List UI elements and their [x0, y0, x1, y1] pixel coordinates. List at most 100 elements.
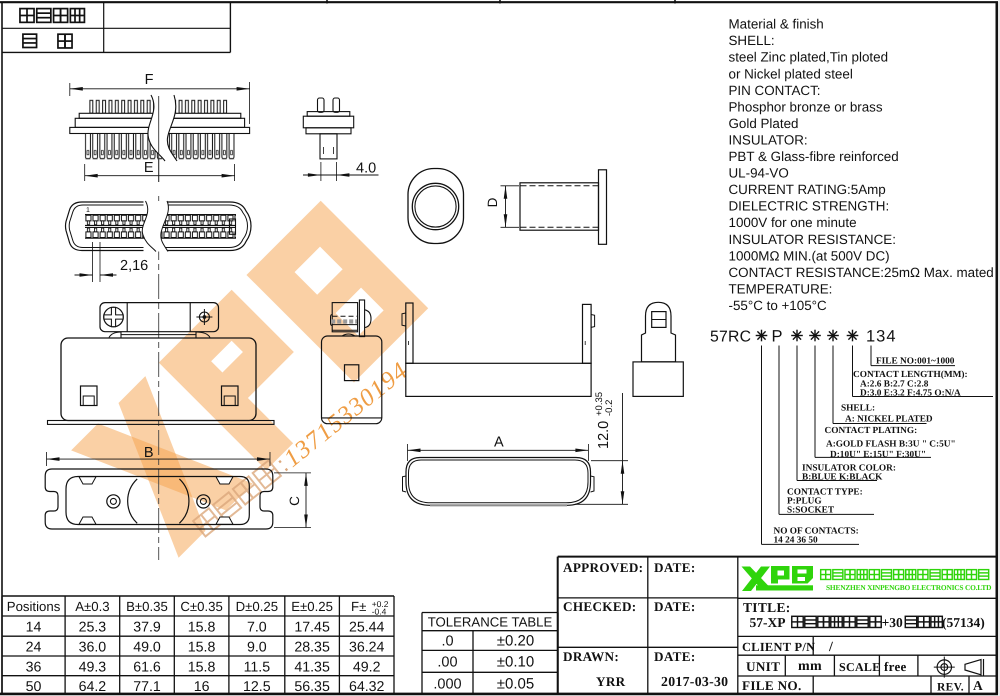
svg-text:14 24 36 50: 14 24 36 50 — [774, 536, 819, 546]
svg-text:1000V for one minute: 1000V for one minute — [729, 215, 857, 230]
svg-text:D:10U" E:15U" F:30U": D:10U" E:15U" F:30U" — [830, 450, 926, 460]
svg-text:Material & finish: Material & finish — [729, 17, 824, 32]
svg-text:D: D — [485, 197, 500, 207]
svg-text:CONTACT PLATING:: CONTACT PLATING: — [825, 426, 918, 436]
svg-text:56.35: 56.35 — [294, 679, 330, 695]
svg-text:DIELECTRIC STRENGTH:: DIELECTRIC STRENGTH: — [729, 199, 890, 214]
svg-text:-0.2: -0.2 — [604, 400, 615, 416]
svg-text:C: C — [287, 496, 302, 506]
svg-text:12.5: 12.5 — [243, 679, 271, 695]
svg-text:17.45: 17.45 — [294, 620, 330, 636]
svg-text:4.0: 4.0 — [356, 161, 376, 177]
svg-text:CONTACT TYPE:: CONTACT TYPE: — [787, 488, 863, 498]
svg-text:49.3: 49.3 — [79, 659, 107, 675]
svg-text:.000: .000 — [433, 677, 461, 693]
svg-text:15.8: 15.8 — [188, 639, 216, 655]
svg-text:±0.10: ±0.10 — [497, 654, 534, 671]
svg-text:+0.2: +0.2 — [372, 599, 389, 609]
svg-text:57RC: 57RC — [710, 329, 751, 346]
svg-text:Phosphor bronze or brass: Phosphor bronze or brass — [729, 99, 883, 114]
svg-text:E±0.25: E±0.25 — [291, 599, 333, 614]
svg-text:2,16: 2,16 — [120, 258, 148, 274]
svg-text:D:3.0 E:3.2 F:4.75: D:3.0 E:3.2 F:4.75 O:N/A — [860, 389, 961, 399]
svg-text:25.44: 25.44 — [349, 620, 385, 636]
svg-text:B: B — [144, 445, 154, 461]
svg-text:15.8: 15.8 — [188, 620, 216, 636]
svg-text:(57134): (57134) — [942, 615, 985, 630]
svg-text:DRAWN:: DRAWN: — [563, 649, 619, 664]
svg-text:Positions: Positions — [7, 599, 61, 614]
svg-text:PIN CONTACT:: PIN CONTACT: — [729, 83, 821, 98]
svg-text:F: F — [145, 72, 154, 88]
svg-text:36.24: 36.24 — [349, 639, 385, 655]
svg-text:B±0.35: B±0.35 — [126, 599, 168, 614]
svg-text:-0.4: -0.4 — [372, 607, 387, 617]
svg-text:11.5: 11.5 — [244, 659, 271, 675]
svg-text:24: 24 — [26, 639, 42, 655]
svg-text:TOLERANCE TABLE: TOLERANCE TABLE — [428, 614, 553, 629]
svg-text:36: 36 — [26, 659, 42, 675]
svg-text:+0.35: +0.35 — [594, 392, 605, 416]
svg-text:SHELL:: SHELL: — [841, 404, 875, 414]
svg-text:REV.: REV. — [937, 682, 964, 694]
svg-text:14: 14 — [26, 620, 42, 636]
svg-text:15.8: 15.8 — [188, 659, 216, 675]
svg-text:36.0: 36.0 — [79, 639, 107, 655]
svg-text:INSULATOR COLOR:: INSULATOR COLOR: — [802, 464, 896, 474]
svg-text:1: 1 — [86, 207, 90, 214]
svg-text:77.1: 77.1 — [133, 679, 161, 695]
svg-text:P:PLUG: P:PLUG — [787, 497, 822, 507]
svg-text:NO OF CONTACTS:: NO OF CONTACTS: — [774, 527, 859, 537]
svg-text:B:BLUE K:BLACK: B:BLUE K:BLACK — [802, 473, 883, 483]
svg-text:A:2.6 B:2.7 C:2.8: A:2.6 B:2.7 C:2.8 — [860, 380, 929, 390]
svg-text:E: E — [144, 160, 154, 176]
svg-text:CONTACT RESISTANCE:25mΩ Max. m: CONTACT RESISTANCE:25mΩ Max. mated — [729, 265, 994, 280]
svg-text:CONTACT LENGTH(MM):: CONTACT LENGTH(MM): — [853, 370, 968, 380]
svg-text:steel Zinc plated,Tin ploted: steel Zinc plated,Tin ploted — [729, 50, 889, 65]
svg-text:TITLE:: TITLE: — [743, 600, 791, 615]
svg-text:41.35: 41.35 — [294, 659, 330, 675]
svg-text:A: A — [494, 435, 504, 451]
svg-text:+30: +30 — [882, 615, 903, 630]
svg-text:2017-03-30: 2017-03-30 — [661, 674, 728, 689]
svg-text:7.0: 7.0 — [247, 620, 267, 636]
svg-text:free: free — [884, 659, 907, 674]
svg-text:37.9: 37.9 — [133, 620, 161, 636]
svg-text:F±: F± — [351, 599, 366, 614]
svg-text:28.35: 28.35 — [294, 639, 330, 655]
svg-text:PBT & Glass-fibre reinforced: PBT & Glass-fibre reinforced — [729, 149, 899, 164]
svg-text:49.2: 49.2 — [353, 659, 381, 675]
svg-text:SHELL:: SHELL: — [729, 33, 775, 48]
svg-text:S:SOCKET: S:SOCKET — [787, 506, 835, 516]
svg-text:A:GOLD FLASH B:3U " C:5U": A:GOLD FLASH B:3U " C:5U" — [826, 440, 956, 450]
svg-text:or Nickel plated steel: or Nickel plated steel — [729, 66, 853, 81]
svg-text:CURRENT RATING:5Amp: CURRENT RATING:5Amp — [729, 182, 886, 197]
svg-text:1000MΩ MIN.(at 500V DC): 1000MΩ MIN.(at 500V DC) — [729, 248, 890, 263]
svg-text:64.2: 64.2 — [79, 679, 107, 695]
svg-text:FILE NO.: FILE NO. — [742, 678, 802, 693]
svg-text:INSULATOR RESISTANCE:: INSULATOR RESISTANCE: — [729, 232, 896, 247]
svg-text:CLIENT P/N: CLIENT P/N — [742, 640, 815, 654]
svg-text:A±0.3: A±0.3 — [75, 599, 109, 614]
svg-text:UL-94-VO: UL-94-VO — [729, 166, 789, 181]
svg-text:64.32: 64.32 — [349, 679, 385, 695]
svg-text:-55°C to +105°C: -55°C to +105°C — [729, 298, 828, 313]
svg-text:50: 50 — [26, 679, 42, 695]
svg-text:P: P — [771, 328, 782, 346]
svg-text:12.0: 12.0 — [596, 421, 612, 449]
svg-text:49.0: 49.0 — [133, 639, 161, 655]
svg-text:A: NICKEL PLATED: A: NICKEL PLATED — [845, 415, 933, 425]
svg-text:134: 134 — [866, 328, 897, 346]
svg-text:16: 16 — [194, 679, 210, 695]
svg-text:±0.05: ±0.05 — [497, 676, 534, 693]
svg-text:9.0: 9.0 — [247, 639, 267, 655]
svg-text:.0: .0 — [441, 634, 453, 650]
svg-text:57-XP: 57-XP — [750, 615, 786, 630]
svg-text:mm: mm — [798, 659, 822, 674]
svg-text:FILE NO:001~1000: FILE NO:001~1000 — [876, 357, 955, 367]
svg-text:61.6: 61.6 — [133, 659, 161, 675]
svg-text:D±0.25: D±0.25 — [236, 599, 278, 614]
svg-text:Gold Plated: Gold Plated — [729, 116, 799, 131]
svg-text:SHENZHEN XINPENGBO ELECTRONICS: SHENZHEN XINPENGBO ELECTRONICS CO.LTD — [826, 583, 991, 592]
svg-text:CHECKED:: CHECKED: — [563, 599, 636, 614]
